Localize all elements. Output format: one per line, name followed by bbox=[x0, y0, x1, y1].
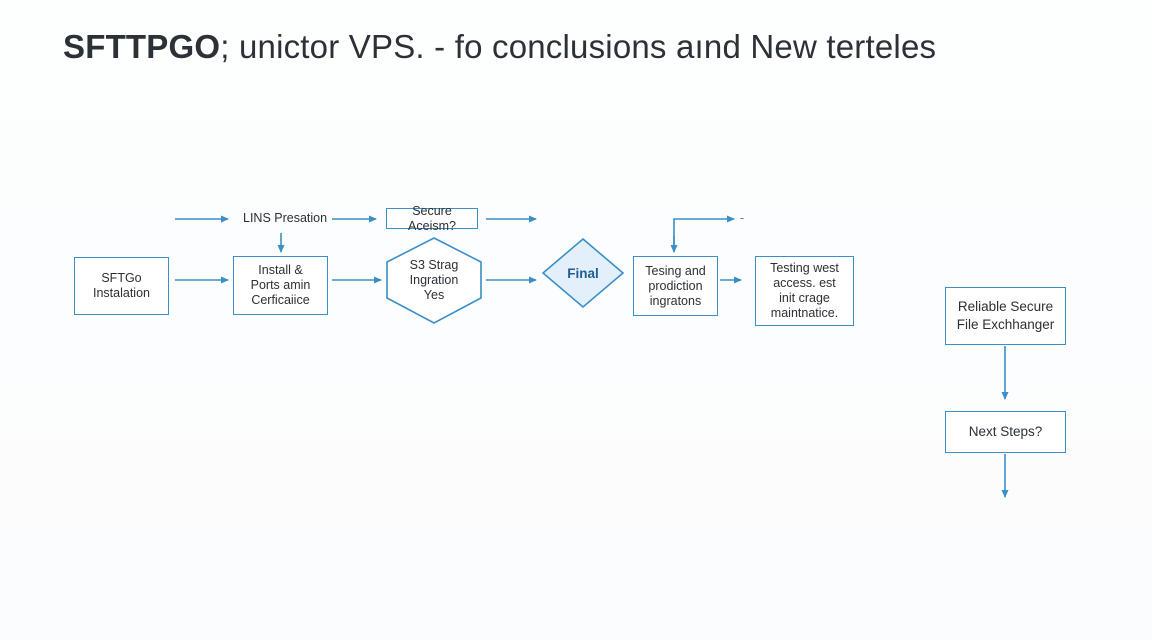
secure-aceism-label: Secure Aceism? bbox=[408, 203, 456, 233]
final-label-wrap: Final bbox=[548, 262, 618, 284]
s3-storage-label-wrap: S3 Strag Ingration Yes bbox=[392, 258, 476, 302]
reliable-secure-label: Reliable Secure File Exchhanger bbox=[956, 299, 1055, 332]
testing-west-box: Testing west access. est init crage main… bbox=[755, 256, 854, 326]
lins-presation-label: LINS Presation bbox=[243, 211, 328, 225]
install-ports-label: Install & Ports amin Cerficaiice bbox=[250, 263, 311, 307]
testing-west-label: Testing west access. est init crage main… bbox=[770, 261, 839, 320]
secure-aceism-box: Secure Aceism? bbox=[386, 204, 478, 233]
final-label: Final bbox=[567, 265, 599, 281]
s3-storage-label: S3 Strag Ingration Yes bbox=[409, 257, 459, 302]
reliable-secure-box: Reliable Secure File Exchhanger bbox=[945, 287, 1066, 345]
next-steps-label: Next Steps? bbox=[968, 424, 1043, 439]
testing-production-box: Tesing and prodiction ingratons bbox=[633, 256, 718, 316]
sftpgo-installation-label: SFTGo Instalation bbox=[93, 271, 150, 300]
page-title-bold: SFTTPGO bbox=[63, 28, 221, 65]
dash-marker: - bbox=[740, 211, 745, 225]
page-title-rest: ; unictor VPS. - fo conclusions aınd New… bbox=[220, 28, 937, 65]
sftpgo-installation-box: SFTGo Instalation bbox=[74, 257, 169, 315]
install-ports-box: Install & Ports amin Cerficaiice bbox=[233, 256, 328, 315]
testing-production-label: Tesing and prodiction ingratons bbox=[645, 263, 706, 308]
page-title: SFTTPGO; unictor VPS. - fo conclusions a… bbox=[63, 28, 936, 66]
arrow-elbow-testing bbox=[673, 215, 735, 250]
next-steps-box: Next Steps? bbox=[945, 411, 1066, 453]
s3-storage-diamond bbox=[386, 237, 482, 324]
final-diamond bbox=[541, 237, 625, 309]
